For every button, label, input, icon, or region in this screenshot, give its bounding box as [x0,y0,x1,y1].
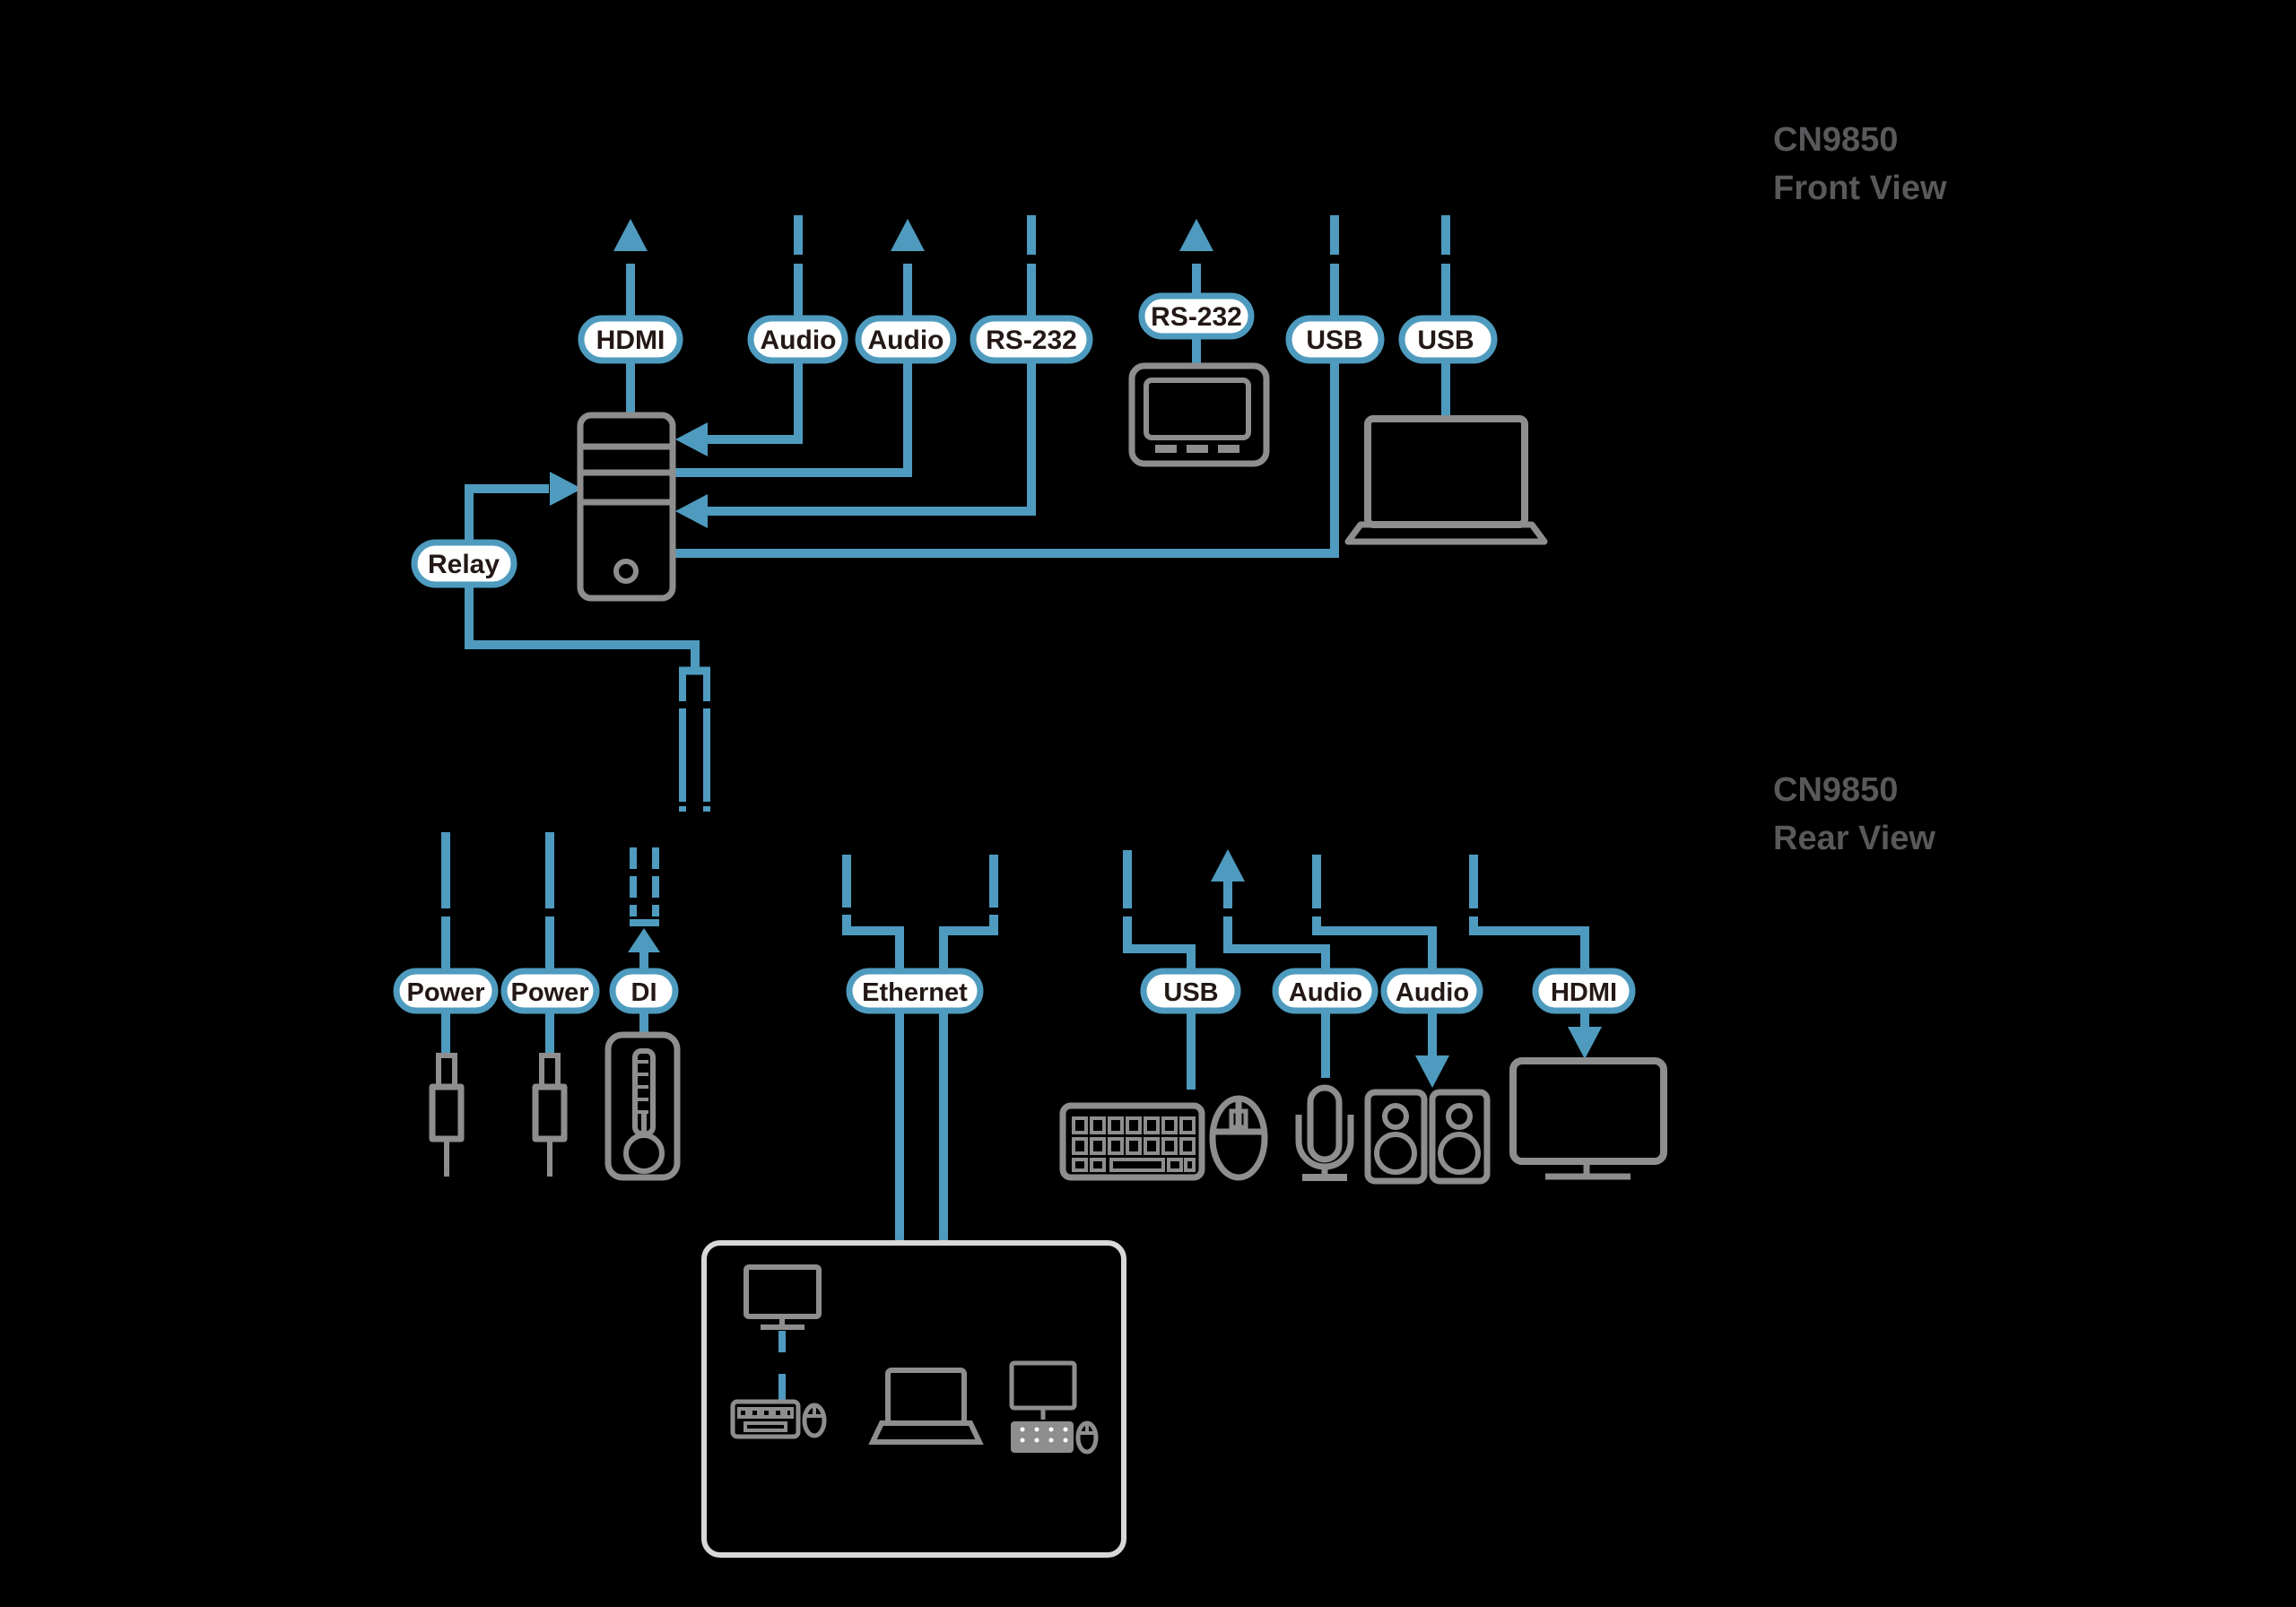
rs232-in-arrow [675,494,708,528]
pill-hdmi-rear-label: HDMI [1551,978,1617,1007]
rear-connection-lines [441,832,1602,1243]
rear-view-section: Power Power DI Ethernet USB Audio [393,771,1935,1558]
network-box [701,1240,1126,1558]
laptop-icon [1344,415,1548,545]
pill-usb-front-label: USB [1306,326,1362,355]
thermometer-sensor-icon [604,1031,681,1181]
pill-power-2-label: Power [510,978,588,1007]
computer-tower-icon [577,412,676,602]
pill-relay-label: Relay [428,550,500,579]
rs232-out-arrow [1179,219,1213,251]
front-view-title: CN9850 Front View [1773,121,1947,207]
speaker-down-arrow [1415,1055,1449,1088]
rear-view-title: CN9850 Rear View [1773,771,1935,857]
pill-audio-speaker: Audio [1380,968,1483,1014]
cable-connector [679,666,710,812]
pill-usb-laptop-label: USB [1417,326,1474,355]
pill-hdmi-front: HDMI [578,315,683,364]
audio-out-arrow [891,219,925,251]
microphone-icon [1295,1084,1354,1181]
pill-rs232-device-label: RS-232 [1151,302,1242,332]
front-connection-lines [465,215,1450,812]
workstation-laptop [868,1368,984,1445]
pill-di: DI [609,968,679,1014]
pill-power-1-label: Power [406,978,484,1007]
workstation-monitor-keyboard-mouse [730,1264,827,1439]
pill-hdmi-front-label: HDMI [596,326,665,355]
pill-ethernet: Ethernet [846,968,984,1014]
pill-audio-in-front: Audio [747,315,848,364]
pill-audio-in-front-label: Audio [761,326,837,355]
pill-audio-mic: Audio [1272,968,1378,1014]
rear-title-view: Rear View [1773,820,1935,857]
mouse-icon [1209,1095,1268,1181]
front-title-view: Front View [1773,169,1947,207]
pill-rs232-front: RS-232 [970,315,1093,364]
pill-relay: Relay [411,539,517,588]
rear-title-model: CN9850 [1773,771,1898,809]
front-title-model: CN9850 [1773,121,1898,159]
pill-audio-mic-label: Audio [1289,978,1362,1007]
pill-rs232-device: RS-232 [1138,292,1255,340]
pill-usb-rear: USB [1140,968,1241,1014]
pill-usb-front: USB [1285,315,1385,364]
pill-power-1: Power [393,968,499,1014]
pill-usb-laptop: USB [1398,315,1498,364]
pill-audio-out-front: Audio [855,315,957,364]
audio-in-up-arrow [1211,849,1245,882]
power-plug-icon-2 [532,1053,568,1177]
pill-di-label: DI [631,978,657,1007]
di-up-arrow [628,928,660,952]
power-plug-icon-1 [429,1053,465,1177]
pill-usb-rear-label: USB [1163,978,1218,1007]
front-port-pills: HDMI Audio Audio RS-232 RS-232 USB [411,292,1498,588]
pill-hdmi-rear: HDMI [1532,968,1636,1014]
pill-ethernet-label: Ethernet [862,978,968,1007]
pill-rs232-front-label: RS-232 [986,326,1077,355]
relay-arrow [550,472,582,506]
speakers-icon [1364,1089,1491,1185]
pill-power-2: Power [500,968,600,1014]
monitor-down-arrow [1568,1027,1602,1059]
rear-port-pills: Power Power DI Ethernet USB Audio [393,968,1636,1014]
audio-in-arrow [675,422,708,456]
monitor-icon [1509,1057,1667,1180]
hdmi-up-arrow [613,219,648,251]
serial-control-device-icon [1128,362,1270,467]
pill-audio-speaker-label: Audio [1396,978,1469,1007]
pill-audio-out-front-label: Audio [868,326,944,355]
keyboard-icon [1059,1102,1205,1181]
front-view-section: HDMI Audio Audio RS-232 RS-232 USB [411,121,1947,812]
workstation-desktop-mouse [1009,1360,1099,1455]
